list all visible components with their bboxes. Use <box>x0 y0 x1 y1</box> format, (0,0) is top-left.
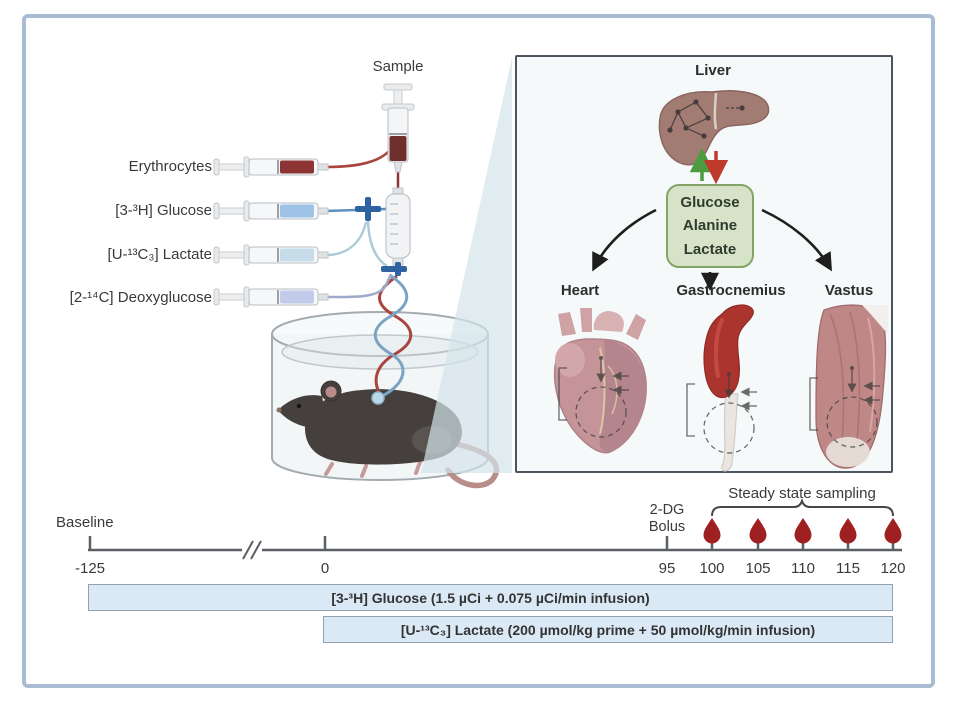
tick-label-115: 115 <box>836 560 860 577</box>
tick-label-110: 110 <box>791 560 815 577</box>
baseline-label: Baseline <box>56 514 114 531</box>
glucose-infusion-bar: [3-³H] Glucose (1.5 µCi + 0.075 µCi/min … <box>88 584 893 611</box>
lactate-infusion-bar: [U-¹³C₃] Lactate (200 µmol/kg prime + 50… <box>323 616 893 643</box>
metabolite-glucose: Glucose <box>680 194 740 212</box>
tick-label-120: 120 <box>880 560 906 577</box>
organ-label-vastus: Vastus <box>824 282 874 299</box>
2dg-bolus-label: 2-DG Bolus <box>648 502 686 535</box>
syringe-label-glucose-3h: [3-³H] Glucose <box>115 202 212 219</box>
tick-label-0: 0 <box>320 560 330 577</box>
tick-label-95: 95 <box>658 560 676 577</box>
sample-label: Sample <box>372 58 424 75</box>
metabolite-box: Glucose Alanine Lactate <box>666 184 754 268</box>
organ-label-gastrocnemius: Gastrocnemius <box>676 282 786 299</box>
glucose-infusion-bar-label: [3-³H] Glucose (1.5 µCi + 0.075 µCi/min … <box>331 589 650 606</box>
metabolite-alanine: Alanine <box>682 217 738 235</box>
metabolite-lactate: Lactate <box>683 240 737 258</box>
syringe-label-erythrocytes: Erythrocytes <box>128 158 212 175</box>
steady-state-sampling-label: Steady state sampling <box>728 485 876 502</box>
syringe-label-lactate-13c: [U-¹³C₃] Lactate <box>107 246 212 263</box>
tick-label-100: 100 <box>699 560 725 577</box>
syringe-label-deoxyglucose-14c: [2-¹⁴C] Deoxyglucose <box>69 289 212 306</box>
tick-label-minus125: -125 <box>74 560 106 577</box>
organ-label-heart: Heart <box>560 282 600 299</box>
lactate-infusion-bar-label: [U-¹³C₃] Lactate (200 µmol/kg prime + 50… <box>400 621 816 638</box>
tick-label-105: 105 <box>745 560 771 577</box>
liver-label: Liver <box>695 62 731 79</box>
